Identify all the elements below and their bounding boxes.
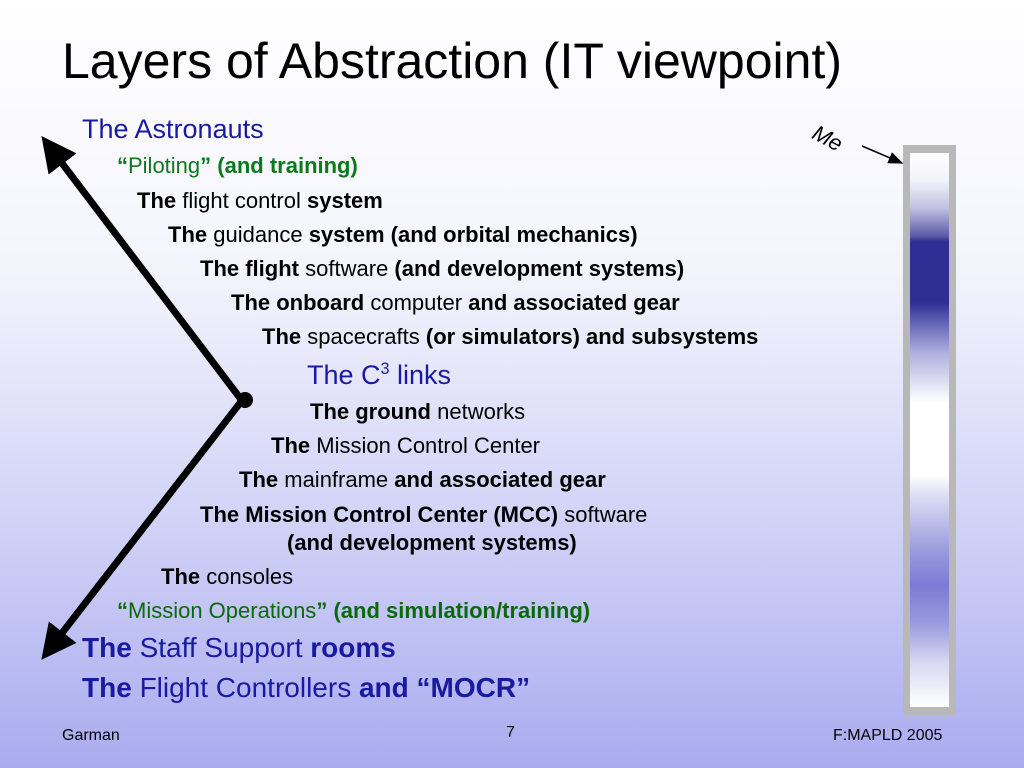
text-bold-c: rooms: [310, 632, 396, 663]
line-flight-software: The flight software (and development sys…: [200, 258, 684, 280]
text-bold-a: The Mission Control Center (MCC): [200, 502, 559, 527]
text-bold-c: and associated gear: [468, 290, 680, 315]
line-staff-support: The Staff Support rooms: [82, 634, 396, 662]
text-bold-c: and associated gear: [394, 467, 606, 492]
pointer-arrow-icon: [861, 145, 904, 164]
piloting-word: Piloting: [128, 153, 201, 178]
text-bold-c: and “MOCR”: [358, 672, 531, 703]
double-headed-arrow-icon: [41, 136, 253, 660]
line-mcc-software: The Mission Control Center (MCC) softwar…: [200, 504, 647, 526]
text-bold-c: (and development systems): [394, 256, 685, 281]
text-bold-a: The flight: [200, 256, 299, 281]
c3-prefix: The C: [307, 360, 381, 390]
text-bold-a: The: [262, 324, 302, 349]
text-plain: flight control: [182, 188, 301, 213]
quote-close: ”: [316, 598, 328, 623]
abstraction-level-bar: [903, 145, 956, 715]
text-bold-c: system: [307, 188, 383, 213]
footer-author: Garman: [62, 727, 120, 744]
line-c3-links: The C3 links: [307, 360, 452, 390]
text-plain: consoles: [206, 564, 294, 589]
line-guidance: The guidance system (and orbital mechani…: [168, 224, 638, 246]
quote-open: “: [117, 153, 128, 178]
line-consoles: The consoles: [161, 566, 293, 588]
slide-title: Layers of Abstraction (IT viewpoint): [62, 33, 842, 89]
text-bold-a: The: [82, 672, 132, 703]
text-plain: networks: [437, 399, 526, 424]
text-bold-a: The ground: [310, 399, 431, 424]
text-plain: Flight Controllers: [139, 672, 352, 703]
mission-ops-extra: (and simulation/training): [333, 598, 591, 623]
text-bold-a: The: [82, 632, 132, 663]
line-astronauts: The Astronauts: [82, 114, 264, 144]
text-bold-a: The onboard: [231, 290, 365, 315]
quote-open: “: [117, 598, 128, 623]
text-bold-a: The: [271, 433, 311, 458]
line-spacecrafts: The spacecrafts (or simulators) and subs…: [262, 326, 758, 348]
line-onboard-computer: The onboard computer and associated gear: [231, 292, 680, 314]
line-piloting: “Piloting” (and training): [117, 155, 358, 177]
footer-event: F:MAPLD 2005: [833, 727, 943, 744]
line-mission-control-center: The Mission Control Center: [271, 435, 540, 457]
text-bold-c: (and development systems): [287, 530, 577, 555]
footer-page-number: 7: [506, 724, 515, 741]
text-plain: Mission Control Center: [316, 433, 540, 458]
quote-close: ”: [200, 153, 212, 178]
text-bold-a: The: [168, 222, 208, 247]
c3-suffix: links: [389, 360, 452, 390]
line-ground-networks: The ground networks: [310, 401, 525, 423]
text-plain: Staff Support: [139, 632, 303, 663]
line-flight-control: The flight control system: [137, 190, 383, 212]
text-bold-c: system (and orbital mechanics): [308, 222, 638, 247]
text-plain: software: [305, 256, 389, 281]
text-bold-c: (or simulators) and subsystems: [425, 324, 759, 349]
text-plain: software: [564, 502, 648, 527]
text-plain: computer: [370, 290, 463, 315]
text-plain: spacecrafts: [307, 324, 420, 349]
text-bold-a: The: [137, 188, 177, 213]
line-flight-controllers: The Flight Controllers and “MOCR”: [82, 674, 530, 702]
line-mission-operations: “Mission Operations” (and simulation/tra…: [117, 600, 590, 622]
line-mainframe: The mainframe and associated gear: [239, 469, 606, 491]
text-plain: mainframe: [284, 467, 389, 492]
mission-ops-word: Mission Operations: [128, 598, 317, 623]
text-bold-a: The: [239, 467, 279, 492]
text-plain: guidance: [213, 222, 303, 247]
piloting-extra: (and training): [217, 153, 358, 178]
line-mcc-software-cont: (and development systems): [287, 532, 577, 554]
text-bold-a: The: [161, 564, 201, 589]
c3-superscript: 3: [380, 360, 390, 378]
abstraction-level-gradient: [910, 153, 949, 707]
